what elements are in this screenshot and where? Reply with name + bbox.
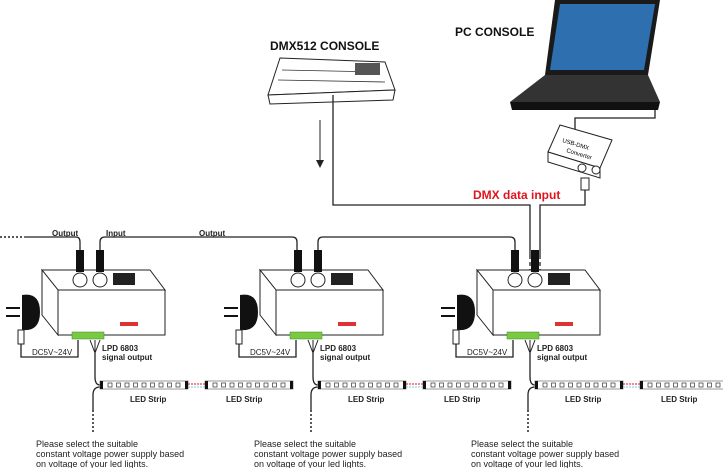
output-label: Output <box>199 229 226 238</box>
led-strip-label: LED Strip <box>444 395 481 404</box>
power-note-line-2: constant voltage power supply based <box>471 449 619 459</box>
led-strip <box>534 380 624 390</box>
signal-output-label: signal output <box>102 353 153 362</box>
signal-terminal <box>506 331 540 340</box>
decoder-unit: DC5V~24V LPD 6803 signal output LED Stri… <box>6 250 294 468</box>
signal-terminal <box>289 331 323 340</box>
power-voltage-label: DC5V~24V <box>467 348 508 357</box>
dmx-console-label: DMX512 CONSOLE <box>270 39 379 53</box>
led-strip <box>639 380 723 390</box>
decoder-unit: DC5V~24V LPD 6803 signal output LED Stri… <box>441 250 723 468</box>
power-note-line-2: constant voltage power supply based <box>254 449 402 459</box>
power-adapter-icon <box>224 294 258 345</box>
decoder-unit: DC5V~24V LPD 6803 signal output LED Stri… <box>224 250 512 468</box>
usb-dmx-converter: USB-DMX Converter <box>547 124 613 179</box>
led-strip-label: LED Strip <box>348 395 385 404</box>
signal-type-label: LPD 6803 <box>320 344 357 353</box>
signal-terminal <box>71 331 105 340</box>
xlr-plug <box>76 250 104 272</box>
led-strip-label: LED Strip <box>565 395 602 404</box>
input-label: Input <box>106 229 126 238</box>
down-arrow-icon <box>316 120 324 168</box>
led-strip-label: LED Strip <box>226 395 263 404</box>
power-voltage-label: DC5V~24V <box>32 348 73 357</box>
output-label: Output <box>52 229 79 238</box>
dmx-data-input-label: DMX data input <box>473 188 560 202</box>
led-strip <box>317 380 407 390</box>
signal-output-label: signal output <box>320 353 371 362</box>
led-strip-label: LED Strip <box>130 395 167 404</box>
xlr-plug <box>294 250 322 272</box>
power-note-line-1: Please select the suitable <box>471 439 573 449</box>
power-note-line-3: on voltage of your led lights. <box>254 459 366 468</box>
led-strip <box>99 380 189 390</box>
dmx-decoder-box <box>475 268 601 340</box>
power-note-line-3: on voltage of your led lights. <box>471 459 583 468</box>
signal-output-label: signal output <box>537 353 588 362</box>
signal-type-label: LPD 6803 <box>102 344 139 353</box>
power-note-line-1: Please select the suitable <box>254 439 356 449</box>
power-note-line-2: constant voltage power supply based <box>36 449 184 459</box>
xlr-plug <box>511 250 539 272</box>
pc-console-label: PC CONSOLE <box>455 25 534 39</box>
dmx-decoder-box <box>40 268 166 340</box>
led-strip-label: LED Strip <box>661 395 698 404</box>
power-adapter-icon <box>441 294 475 345</box>
power-note-line-1: Please select the suitable <box>36 439 138 449</box>
led-strip <box>204 380 294 390</box>
dmx512-console: DMX512 CONSOLE <box>267 39 396 105</box>
laptop-pc-console: PC CONSOLE <box>455 0 660 110</box>
led-strip <box>422 380 512 390</box>
power-note-line-3: on voltage of your led lights. <box>36 459 148 468</box>
power-voltage-label: DC5V~24V <box>250 348 291 357</box>
power-adapter-icon <box>6 294 40 345</box>
signal-type-label: LPD 6803 <box>537 344 574 353</box>
dmx-decoder-box <box>258 268 384 340</box>
